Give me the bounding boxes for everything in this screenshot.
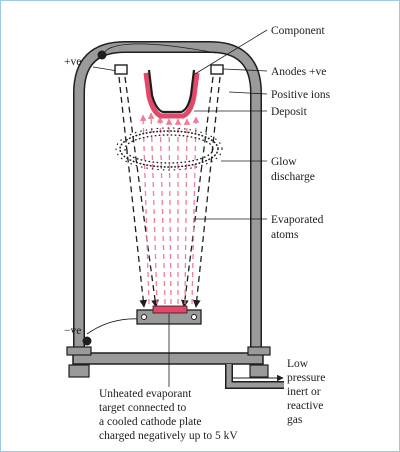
negative-terminal-node: [82, 336, 92, 346]
positive-terminal-node: [97, 50, 107, 60]
gas-label-line-3: inert or: [287, 386, 321, 398]
wiring: [82, 43, 217, 346]
gas-label-line-4: reactive: [287, 400, 323, 412]
target-label-line-4: charged negatively up to 5 kV: [99, 430, 238, 442]
positive-terminal-label: +ve: [64, 56, 81, 68]
gas-label-line-2: pressure: [287, 372, 325, 384]
negative-terminal-label: −ve: [64, 325, 81, 337]
target-label-line-2: target connected to: [99, 402, 187, 414]
anodes-label: Anodes +ve: [271, 66, 326, 78]
target-label-line-3: a cooled cathode plate: [99, 416, 202, 428]
gas-outlet-pipe: [225, 364, 284, 389]
gas-label-line-5: gas: [287, 414, 303, 426]
glow-discharge-label-line-1: Glow: [271, 156, 297, 168]
glow-discharge-cloud: [115, 127, 223, 171]
evaporated-atoms-label-line-2: atoms: [271, 229, 299, 241]
leader-lines: [168, 29, 268, 387]
component-label: Component: [271, 25, 325, 37]
evaporated-atoms-label-line-1: Evaporated: [271, 214, 324, 226]
positive-ions-label: Positive ions: [271, 89, 331, 101]
target-label-line-1: Unheated evaporant: [99, 388, 192, 400]
evaporant-target: [152, 305, 188, 314]
gas-label-line-1: Low: [287, 358, 309, 370]
anodes: [114, 64, 224, 75]
anode-left: [114, 64, 128, 75]
positive-ion-paths: [118, 76, 221, 308]
deposit-label: Deposit: [271, 106, 308, 118]
component: [143, 69, 200, 119]
anode-right: [210, 64, 224, 75]
glow-discharge-label-line-2: discharge: [271, 171, 315, 183]
deposit-layer: [143, 72, 200, 119]
labels: +ve −ve Component Anodes +ve Positive io…: [64, 25, 331, 442]
evaporated-atom-paths: [139, 112, 200, 305]
vacuum-chamber: [66, 41, 271, 378]
